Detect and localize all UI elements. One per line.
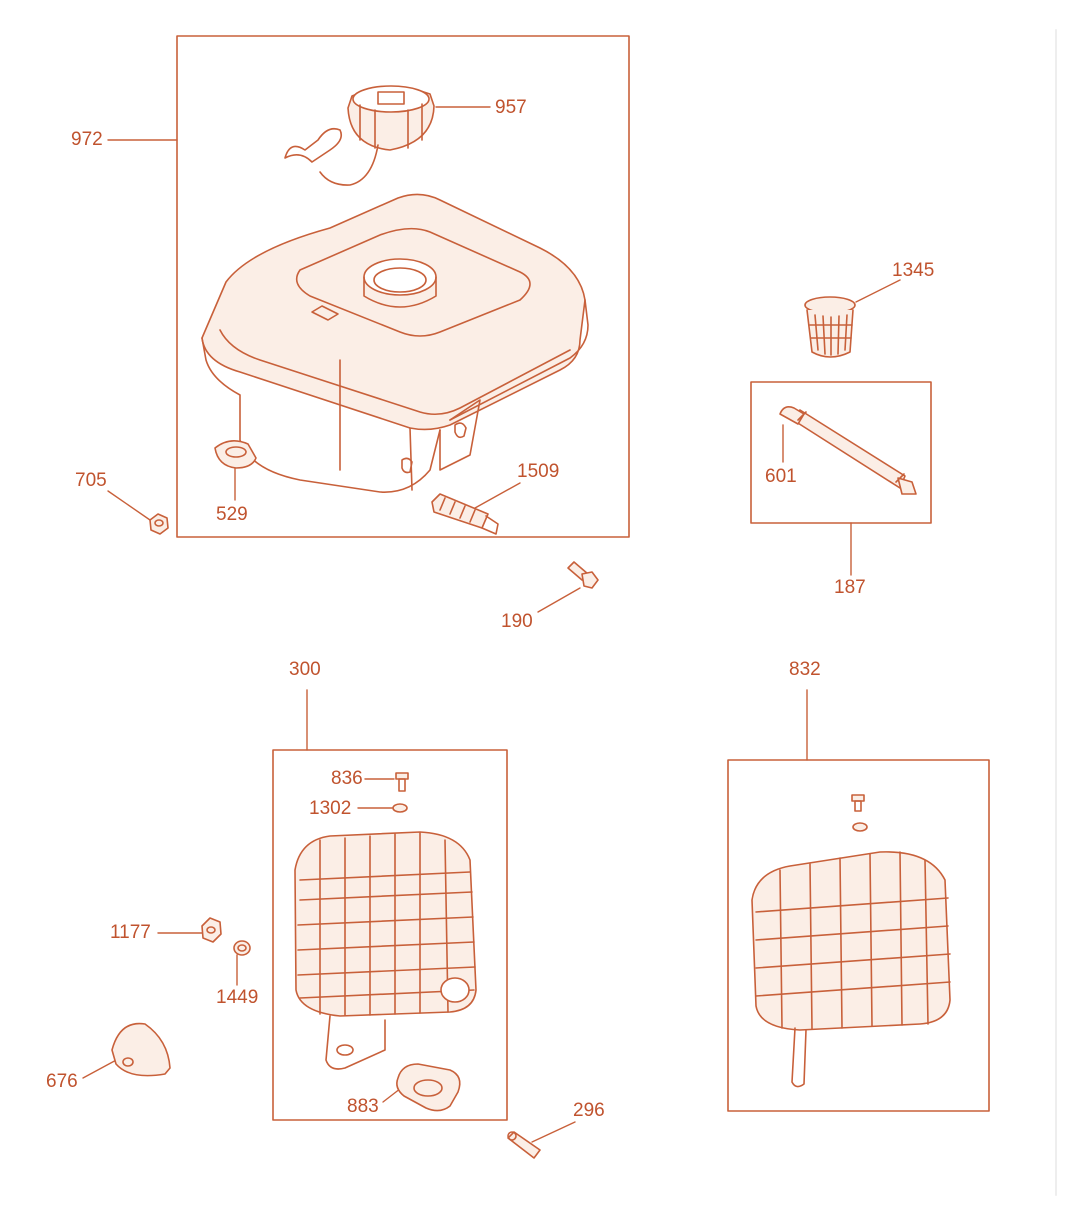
muffler-group-box [272,749,508,1121]
muffler-part [294,831,477,1070]
label-190: 190 [501,611,533,632]
fuel-valve-part [431,493,499,535]
fuel-line-part [779,406,917,495]
gasket-part [396,1063,461,1112]
hex-nut-part [201,917,222,943]
muffler-guard-group-box [727,759,990,1112]
filter-screen-part [804,296,856,358]
label-676: 676 [46,1071,78,1092]
label-1509: 1509 [517,461,560,482]
small-bolt-part [395,772,409,792]
label-529: 529 [216,504,248,525]
label-1449: 1449 [216,987,259,1008]
pin-part [507,1131,541,1159]
label-187: 187 [834,577,866,598]
label-832: 832 [789,659,821,680]
muffler-guard-part [751,794,951,1088]
label-836: 836 [331,768,363,789]
label-972: 972 [71,129,103,150]
fuel-tank-group-box [176,35,630,538]
label-1302: 1302 [309,798,352,819]
fuel-tank-part [201,193,589,493]
grommet-part [214,440,257,469]
fuel-line-group-box [750,381,932,524]
fuel-cap-part [284,85,435,186]
label-1345: 1345 [892,260,935,281]
nut-part [149,513,169,535]
label-296: 296 [573,1100,605,1121]
bolt-part [567,561,599,589]
deflector-part [111,1022,171,1077]
lock-washer-part [233,940,251,956]
label-957: 957 [495,97,527,118]
washer-part [392,803,408,813]
label-883: 883 [347,1096,379,1117]
label-300: 300 [289,659,321,680]
label-1177: 1177 [110,922,151,943]
label-601: 601 [765,466,797,487]
label-705: 705 [75,470,107,491]
